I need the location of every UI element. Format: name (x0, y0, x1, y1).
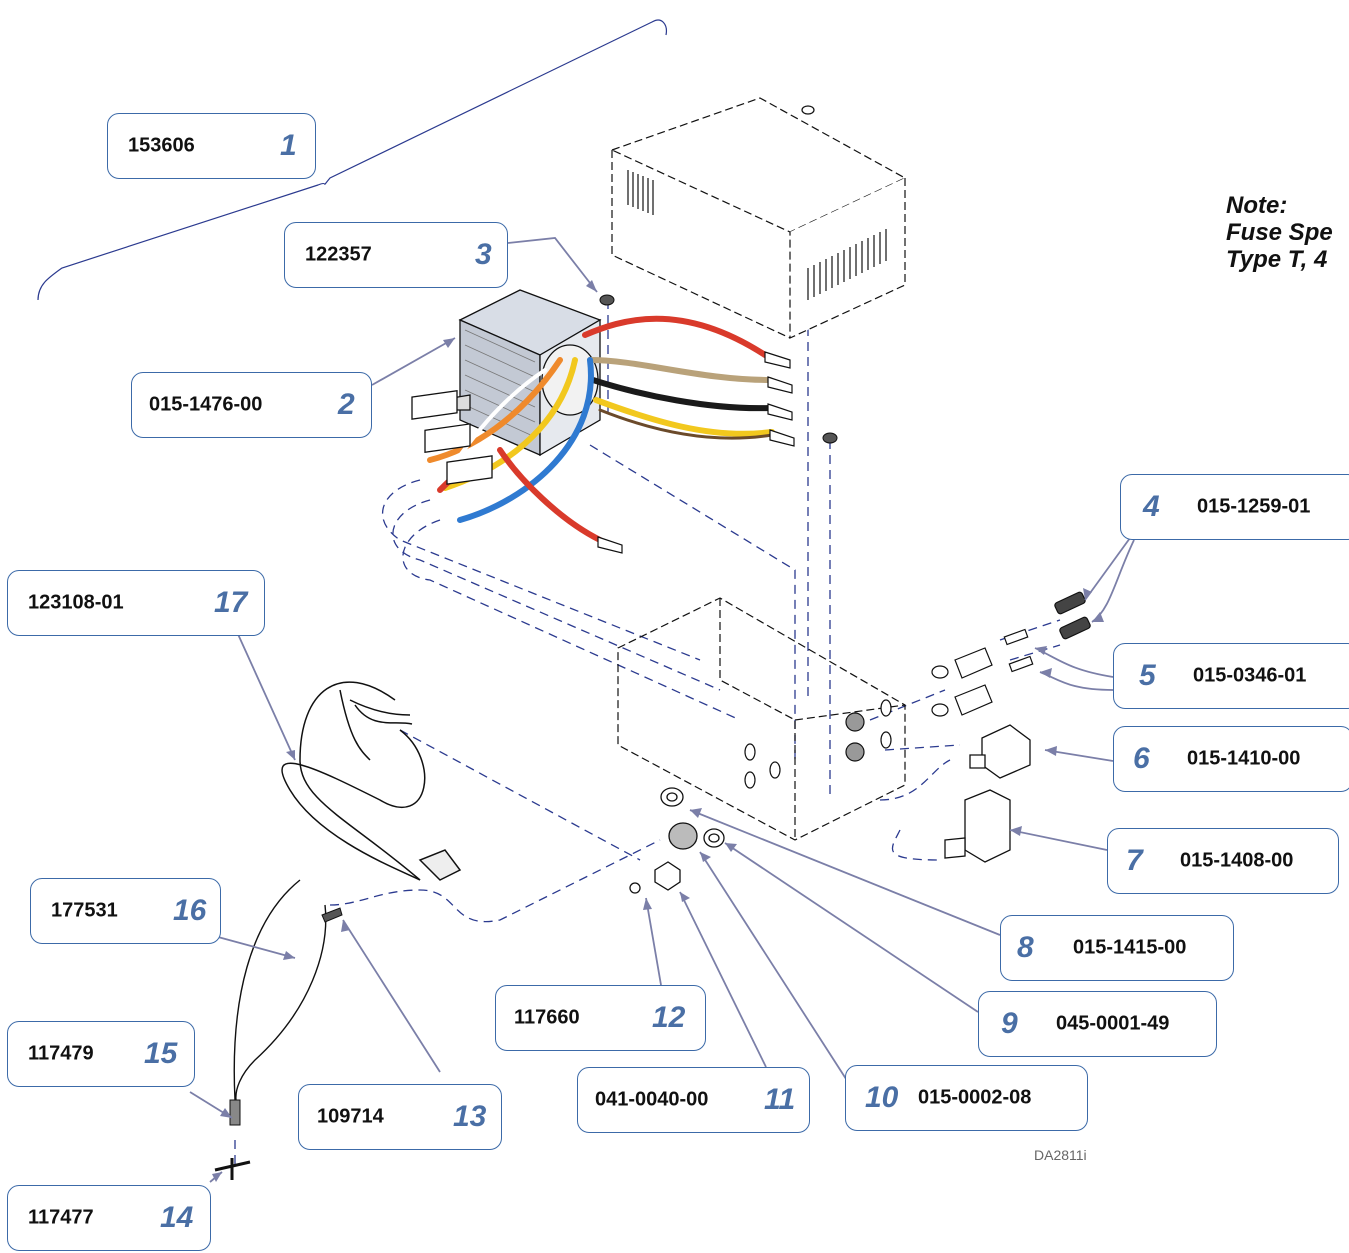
wire-harness (427, 315, 775, 543)
part-number: 015-1408-00 (1180, 849, 1294, 872)
cover-screw (801, 105, 815, 115)
item-number: 14 (160, 1201, 194, 1234)
fuse-note: Note: Fuse Spe Type T, 4 (1226, 192, 1333, 273)
tubing (233, 879, 327, 1101)
part-number: 117660 (514, 1006, 580, 1029)
assembly-brace (37, 19, 667, 301)
part-number: 045-0001-49 (1056, 1012, 1170, 1035)
chassis-bracket (617, 597, 906, 841)
part-number: 177531 (51, 899, 118, 922)
callout-item-12[interactable]: 117660 12 (495, 985, 706, 1051)
note-line-2: Type T, 4 (1226, 246, 1328, 273)
part-number: 153606 (128, 134, 195, 157)
callout-item-14[interactable]: 117477 14 (7, 1185, 211, 1251)
fuse-holders (931, 647, 993, 717)
item-number: 12 (652, 1001, 686, 1034)
item-number: 8 (1017, 931, 1034, 964)
part-number: 109714 (317, 1105, 384, 1128)
item-number: 3 (475, 238, 492, 271)
item-number: 5 (1139, 659, 1156, 692)
note-heading: Note: (1226, 192, 1288, 219)
inline-filter (229, 1099, 241, 1126)
part-number: 117477 (28, 1206, 94, 1229)
item-number: 4 (1143, 490, 1160, 523)
callout-item-9[interactable]: 9 045-0001-49 (978, 991, 1217, 1057)
callout-item-16[interactable]: 177531 16 (30, 878, 221, 944)
callout-item-6[interactable]: 6 015-1410-00 (1113, 726, 1349, 792)
item-number: 10 (865, 1081, 899, 1114)
drawing-id: DA2811i (1034, 1147, 1087, 1163)
callout-item-4[interactable]: 4 015-1259-01 (1120, 474, 1349, 540)
callout-item-8[interactable]: 8 015-1415-00 (1000, 915, 1234, 981)
item-number: 7 (1126, 844, 1143, 877)
item-number: 2 (338, 388, 355, 421)
item-number: 1 (280, 129, 297, 162)
hardware-stack (629, 787, 725, 894)
callout-item-17[interactable]: 123108-01 17 (7, 570, 265, 636)
part-number: 122357 (305, 243, 372, 266)
item-number: 15 (144, 1037, 178, 1070)
callout-item-10[interactable]: 10 015-0002-08 (845, 1065, 1088, 1131)
fuses (1003, 628, 1034, 673)
nut-3a (599, 294, 615, 306)
item-number: 6 (1133, 742, 1150, 775)
item-number: 16 (173, 894, 207, 927)
callout-item-2[interactable]: 015-1476-00 2 (131, 372, 372, 438)
part-number: 015-1476-00 (149, 393, 263, 416)
nut-3b (822, 432, 838, 444)
callout-item-5[interactable]: 5 015-0346-01 (1113, 643, 1349, 709)
spade-terminals (597, 351, 795, 554)
connectors (411, 390, 493, 485)
switch-7 (944, 789, 1011, 863)
switch-6 (969, 724, 1031, 779)
power-cord (281, 681, 462, 881)
callout-item-11[interactable]: 041-0040-00 11 (577, 1067, 810, 1133)
bracket-holes (744, 699, 892, 789)
part-number: 123108-01 (28, 591, 124, 614)
part-number: 015-1415-00 (1073, 936, 1187, 959)
item-number: 13 (453, 1100, 487, 1133)
callout-item-1[interactable]: 153606 1 (107, 113, 316, 179)
callout-item-3[interactable]: 122357 3 (284, 222, 508, 288)
part-number: 015-1259-01 (1197, 495, 1311, 518)
part-number: 041-0040-00 (595, 1088, 709, 1111)
barb-fitting (321, 907, 343, 923)
part-number: 117479 (28, 1042, 94, 1065)
fuse-caps (1054, 591, 1091, 640)
part-number: 015-0346-01 (1193, 664, 1307, 687)
enclosure-cover (610, 97, 907, 339)
item-number: 9 (1001, 1007, 1018, 1040)
callout-item-13[interactable]: 109714 13 (298, 1084, 502, 1150)
leader-arrowheads (212, 280, 1104, 1182)
tee-fitting (214, 1158, 251, 1180)
callout-item-15[interactable]: 117479 15 (7, 1021, 195, 1087)
callout-item-7[interactable]: 7 015-1408-00 (1107, 828, 1339, 894)
part-number: 015-0002-08 (918, 1086, 1032, 1109)
note-line-1: Fuse Spe (1226, 219, 1333, 246)
cover-vents (627, 170, 887, 300)
item-number: 17 (214, 586, 248, 619)
part-number: 015-1410-00 (1187, 747, 1301, 770)
transformer (439, 289, 602, 457)
item-number: 11 (764, 1083, 796, 1116)
